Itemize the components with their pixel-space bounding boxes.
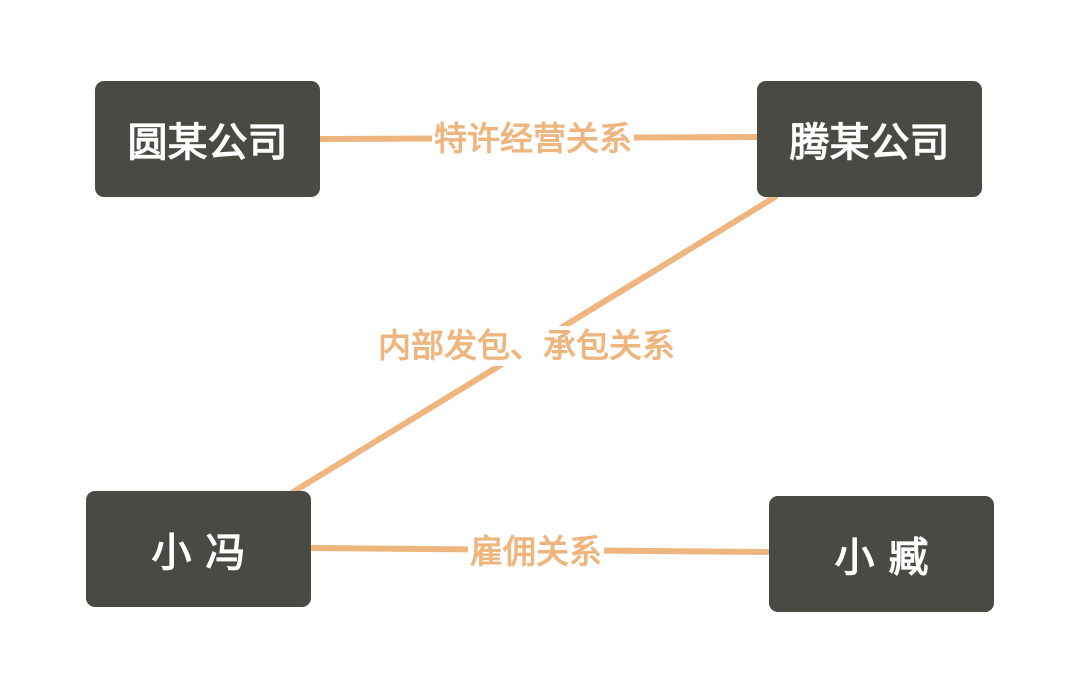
edge-label-employment: 雇佣关系	[468, 532, 604, 572]
node-xiao-feng: 小 冯	[86, 491, 311, 607]
node-yuan-company: 圆某公司	[95, 81, 320, 197]
edge-label-subcontract: 内部发包、承包关系	[376, 326, 677, 366]
node-xiao-zang: 小 臧	[769, 496, 994, 612]
edge-label-franchise: 特许经营关系	[432, 119, 634, 159]
node-teng-company: 腾某公司	[757, 81, 982, 197]
